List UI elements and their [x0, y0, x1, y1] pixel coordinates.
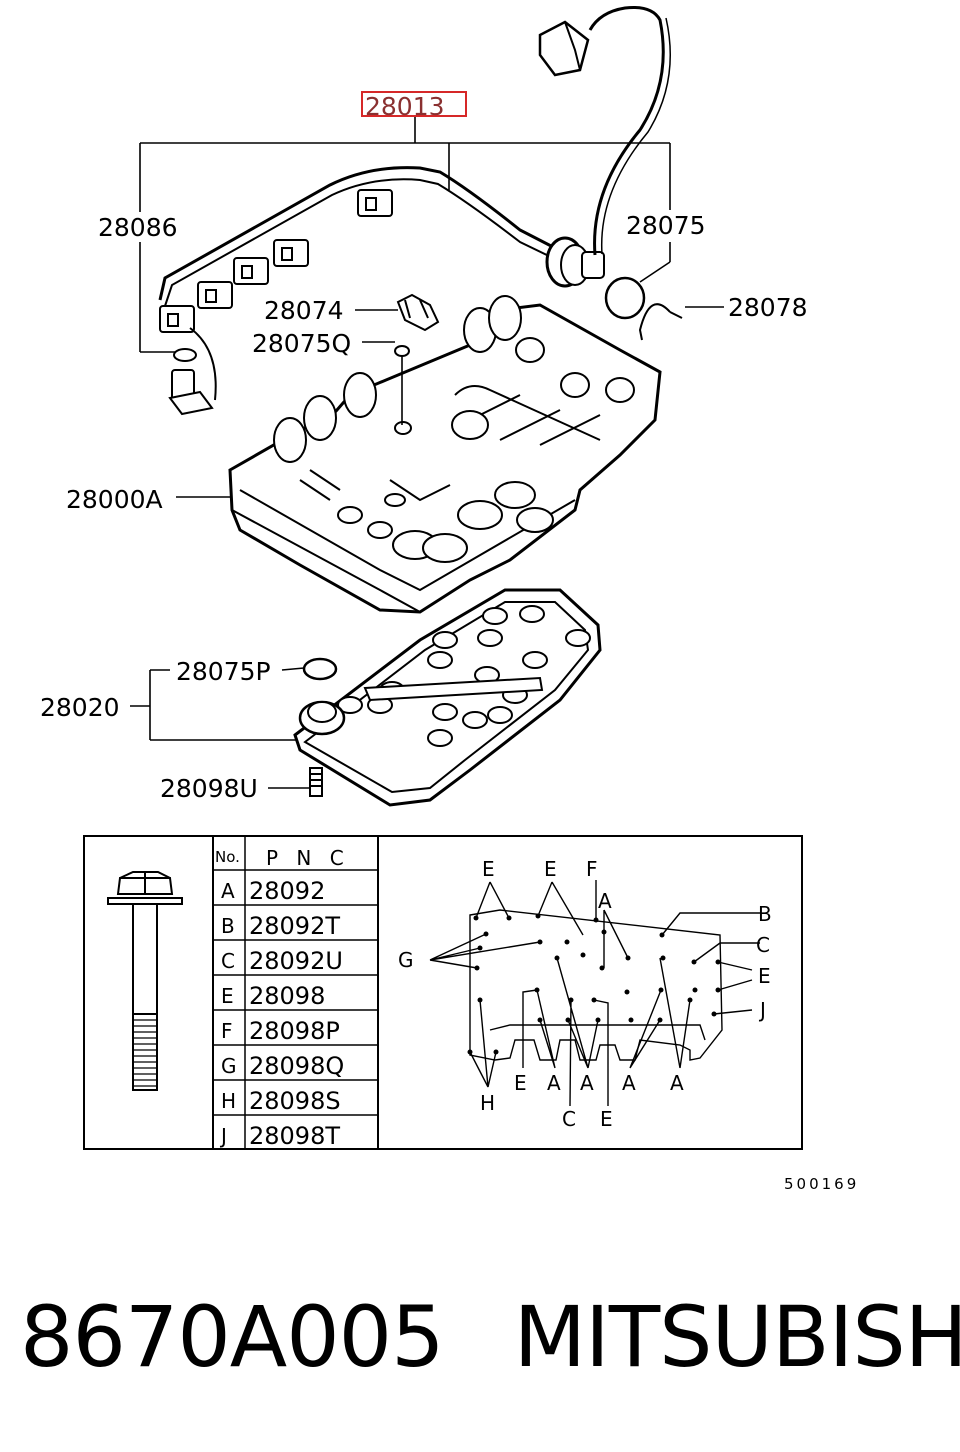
layout-letter: E	[758, 964, 771, 988]
layout-letter: J	[758, 998, 766, 1022]
callout-harness: 28013	[365, 92, 445, 121]
clip-icon	[638, 303, 683, 341]
table-row-pnc: 28098S	[249, 1087, 341, 1115]
layout-letter: A	[598, 889, 612, 913]
callout-seal-q: 28075Q	[252, 329, 351, 358]
o-ring-icon	[604, 276, 646, 320]
callout-connector-right: 28075	[626, 211, 706, 240]
table-row-pnc: 28092	[249, 877, 325, 905]
bolt-icon	[309, 767, 323, 797]
flange-bolt-icon	[107, 871, 183, 1091]
diagram-code: 500169	[784, 1175, 859, 1193]
layout-letter: A	[580, 1071, 594, 1095]
table-row-no: E	[221, 984, 234, 1008]
bolt-layout-map	[429, 880, 760, 1107]
layout-letter: A	[670, 1071, 684, 1095]
table-row-no: G	[221, 1054, 237, 1078]
table-row-pnc: 28098Q	[249, 1052, 344, 1080]
table-row-pnc: 28092U	[249, 947, 343, 975]
layout-letter: A	[547, 1071, 561, 1095]
callout-clip: 28078	[728, 293, 808, 322]
table-header-no: No.	[215, 848, 240, 866]
brand-name: MITSUBISHI	[513, 1288, 960, 1386]
layout-letter: H	[480, 1091, 495, 1115]
layout-letter: A	[622, 1071, 636, 1095]
layout-letter: C	[756, 933, 770, 957]
table-row-no: B	[221, 914, 235, 938]
o-ring-icon	[394, 345, 410, 357]
layout-letter: B	[758, 902, 772, 926]
cover-illustration	[293, 588, 602, 807]
callout-cover: 28020	[40, 693, 120, 722]
table-row-no: A	[221, 879, 235, 903]
table-row-no: F	[221, 1019, 233, 1043]
bolt-hole-marks	[467, 913, 721, 1055]
callout-valve-body: 28000A	[66, 485, 163, 514]
leader-lines	[130, 116, 724, 789]
callout-seal-p: 28075P	[176, 657, 271, 686]
table-row-no: H	[221, 1089, 236, 1113]
table-row-pnc: 28098T	[249, 1122, 340, 1150]
layout-letter: E	[482, 857, 495, 881]
table-header-pnc: P N C	[266, 846, 350, 870]
layout-letter: E	[514, 1071, 527, 1095]
table-row-pnc: 28098P	[249, 1017, 340, 1045]
bracket-icon	[396, 293, 440, 332]
layout-letter: E	[544, 857, 557, 881]
bolt-table: No. P N C A 28092 B 28092T C 28092U E 28…	[83, 835, 803, 1150]
parts-diagram: 28013 28086 28075 28078 28074 28075Q 280…	[40, 6, 859, 1193]
callout-bolt-u: 28098U	[160, 774, 258, 803]
table-row-no: C	[221, 949, 235, 973]
table-row-no: J	[219, 1124, 227, 1148]
highlight-box	[361, 91, 467, 117]
o-ring-icon	[173, 348, 197, 362]
table-row-pnc: 28092T	[249, 912, 340, 940]
layout-letter: G	[398, 948, 414, 972]
plug-connector	[538, 20, 590, 77]
layout-letter: E	[600, 1107, 613, 1131]
valve-body-illustration	[228, 295, 662, 614]
layout-letter: F	[586, 857, 598, 881]
callout-connector-left: 28086	[98, 213, 178, 242]
caption: 8670A005 MITSUBISHI	[20, 1288, 960, 1386]
wiring-harness-illustration	[158, 6, 683, 416]
part-number: 8670A005	[20, 1288, 445, 1386]
callout-bracket: 28074	[264, 296, 344, 325]
table-row-pnc: 28098	[249, 982, 325, 1010]
layout-letter: C	[562, 1107, 576, 1131]
o-ring-icon	[302, 657, 338, 681]
